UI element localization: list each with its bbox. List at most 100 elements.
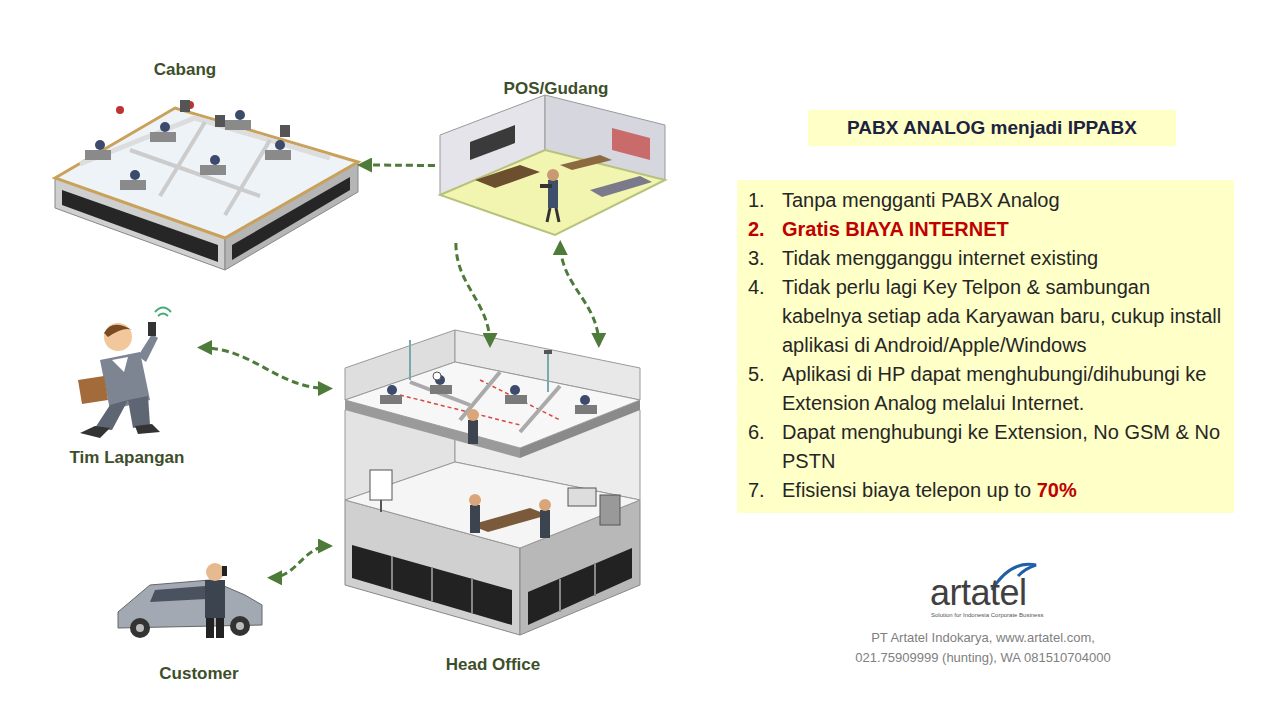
- branch-office-drawing-part-part: [210, 155, 220, 165]
- node-label: Cabang: [154, 60, 216, 80]
- head-office-drawing-part: [470, 508, 548, 532]
- head-office-drawing-part: [568, 488, 596, 506]
- branch-office-drawing-part: [95, 110, 285, 180]
- head-office-drawing-part-part: [575, 405, 597, 414]
- head-office-drawing-part: [600, 495, 620, 525]
- item-text: Efisiensi biaya telepon up to70%: [782, 476, 1226, 505]
- field-worker-drawing-part: [104, 325, 132, 337]
- head-office-drawing-part-part: [505, 395, 527, 404]
- node-label: Head Office: [446, 655, 540, 675]
- warehouse-room-drawing-part: [612, 128, 650, 160]
- branch-node: Cabang: [50, 55, 360, 275]
- head-office-drawing-part-part: [430, 385, 452, 394]
- field-worker-drawing-part: [112, 357, 128, 372]
- head-office-drawing-part-part: [387, 385, 397, 395]
- branch-office-drawing-part-part: [120, 180, 146, 190]
- branch-office-drawing-part-part: [225, 120, 251, 130]
- head-office-drawing-part: [433, 372, 441, 380]
- head-office-drawing-part: [380, 500, 382, 512]
- head-office-drawing-part: [370, 470, 392, 500]
- head-office-drawing: [345, 330, 640, 635]
- head-office-drawing-part-part: [510, 385, 520, 395]
- head-office-drawing-part: [345, 362, 640, 448]
- branch-office-drawing-part-part: [200, 165, 226, 175]
- branch-office-drawing-part-part: [235, 110, 245, 120]
- head-office-drawing-part: [380, 385, 597, 414]
- branch-office-drawing-part-part: [116, 106, 124, 114]
- title-box: PABX ANALOG menjadi IPPABX: [808, 110, 1176, 146]
- head-office-drawing-part: [409, 340, 411, 380]
- node-label: Tim Lapangan: [70, 448, 185, 468]
- warehouse-room-drawing-part: [556, 208, 559, 222]
- company-logo: artatel: [930, 572, 1027, 614]
- item-number: 6.: [748, 418, 782, 447]
- head-office-drawing-part: [528, 548, 632, 625]
- branch-office-drawing-part-part: [265, 150, 291, 160]
- node-label: POS/Gudang: [504, 79, 609, 99]
- head-office-drawing-part-part: [471, 578, 473, 613]
- item-text: Tidak perlu lagi Key Telpon & sambungan …: [782, 273, 1226, 360]
- head-office-drawing-part: [469, 494, 481, 506]
- field-worker-drawing-part: [78, 376, 108, 404]
- field-worker-drawing-part: [148, 322, 156, 336]
- item-number: 4.: [748, 273, 782, 302]
- warehouse-room-drawing-part: [590, 176, 652, 197]
- warehouse-room-drawing-part: [470, 125, 515, 160]
- branch-office-drawing-part-part: [85, 150, 111, 160]
- customer-car-drawing-part: [230, 616, 250, 636]
- customer-car-drawing-part: [130, 618, 150, 638]
- list-item: 3.Tidak mengganggu internet existing: [748, 244, 1226, 273]
- item-number: 5.: [748, 360, 782, 389]
- branch-office-drawing-part-part: [180, 100, 190, 112]
- customer-car-drawing-part: [222, 566, 227, 576]
- warehouse-room-drawing-part: [475, 165, 540, 188]
- warehouse-room-drawing: [440, 95, 665, 235]
- head-office-drawing-part: [345, 462, 640, 548]
- field-worker-drawing: [78, 308, 171, 439]
- logo-tagline: Solution for Indonesia Corporate Busines…: [931, 612, 1043, 618]
- item-number: 7.: [748, 476, 782, 505]
- branch-office-drawing-part-part: [130, 170, 140, 180]
- branch-office-drawing-part-part: [275, 140, 285, 150]
- branch-office-drawing-part: [116, 101, 194, 114]
- branch-office-drawing-part-part: [150, 132, 176, 142]
- head-office-drawing-part: [400, 380, 560, 425]
- warehouse-room-drawing-part: [547, 208, 550, 222]
- customer-car-drawing-part: [216, 618, 224, 638]
- dashed-connector: [456, 243, 490, 345]
- head-office-drawing-part: [468, 420, 478, 444]
- head-office-drawing-part: [387, 375, 590, 405]
- item-number: 3.: [748, 244, 782, 273]
- list-item: 1.Tanpa mengganti PABX Analog: [748, 186, 1226, 215]
- dashed-connector: [360, 164, 435, 167]
- head-office-drawing-part: [547, 352, 549, 392]
- customer-car-drawing-part: [206, 563, 224, 581]
- warehouse-room-drawing-part: [440, 150, 665, 235]
- item-number: 2.: [748, 215, 782, 244]
- customer-car-drawing: [118, 563, 262, 638]
- head-office-drawing-part: [544, 350, 552, 354]
- customer-car-drawing-part: [206, 618, 214, 638]
- field-worker-drawing-part: [128, 396, 150, 428]
- dashed-connector: [560, 243, 599, 345]
- head-office-drawing-part: [410, 372, 560, 432]
- warehouse-room-drawing-part: [547, 169, 559, 181]
- head-office-drawing-part-part: [520, 386, 560, 432]
- item-highlight: 70%: [1037, 479, 1077, 501]
- field-worker-drawing-part: [95, 400, 128, 430]
- branch-office-drawing-part-part: [160, 122, 170, 132]
- warehouse-node: POS/Gudang: [435, 78, 667, 243]
- item-text: Dapat menghubungi ke Extension, No GSM &…: [782, 418, 1226, 476]
- head-office-drawing-part: [540, 510, 550, 538]
- customer-node: Customer: [105, 520, 270, 690]
- branch-office-drawing-part-part: [95, 140, 105, 150]
- customer-car-drawing-part: [236, 622, 244, 630]
- head-office-drawing-part-part: [460, 372, 500, 420]
- head-office-drawing-part-part: [580, 395, 590, 405]
- node-label: Customer: [159, 664, 238, 684]
- head-office-drawing-part-part: [391, 556, 393, 590]
- head-office-drawing-part-part: [594, 563, 596, 596]
- head-office-drawing-part-part: [431, 567, 433, 601]
- branch-office-drawing-part: [180, 100, 290, 137]
- field-worker-drawing-part: [138, 334, 158, 362]
